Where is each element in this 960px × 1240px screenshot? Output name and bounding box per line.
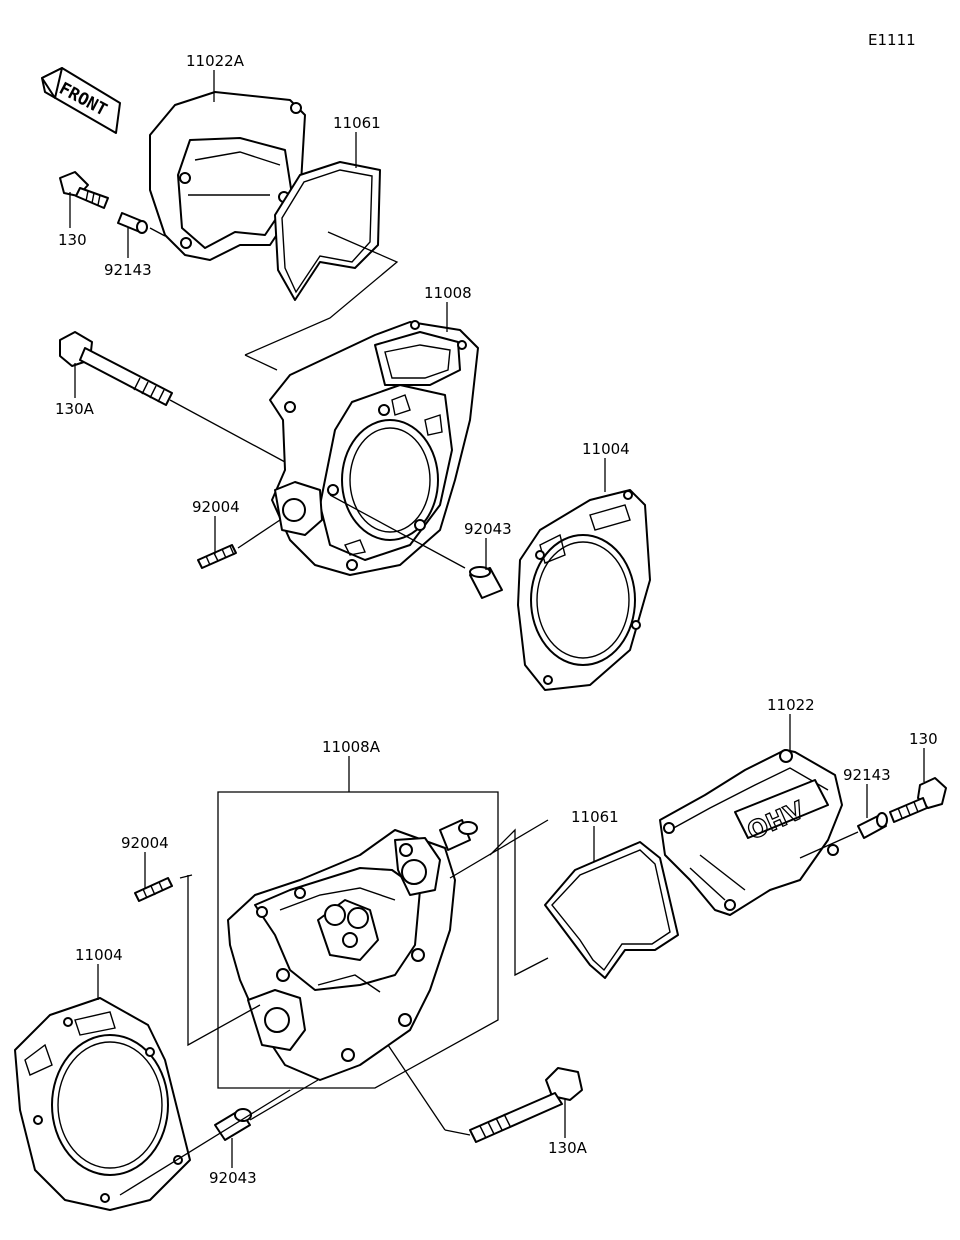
- callout-130-bottom[interactable]: 130: [909, 730, 938, 748]
- callout-130a-top[interactable]: 130A: [55, 400, 95, 418]
- bolt-130a-top[interactable]: [59, 331, 173, 406]
- diagram-code: E1111: [868, 31, 916, 49]
- callout-92043-bottom[interactable]: 92043: [209, 1169, 257, 1187]
- callout-92143-bottom[interactable]: 92143: [843, 766, 891, 784]
- callout-11008a[interactable]: 11008A: [322, 738, 381, 756]
- callout-11004-top[interactable]: 11004: [582, 440, 630, 458]
- cylinder-head-cover-top[interactable]: [149, 91, 306, 261]
- callout-11061-top[interactable]: 11061: [333, 114, 381, 132]
- front-arrow-icon: FRONT: [41, 67, 121, 134]
- cylinder-head-top[interactable]: [269, 320, 479, 576]
- stud-92004-top[interactable]: [197, 544, 237, 569]
- callout-11061-bottom[interactable]: 11061: [571, 808, 619, 826]
- callout-130-top[interactable]: 130: [58, 231, 87, 249]
- callout-11004-bottom[interactable]: 11004: [75, 946, 123, 964]
- callout-92004-bottom[interactable]: 92004: [121, 834, 169, 852]
- bolt-130-top[interactable]: [59, 171, 109, 209]
- callout-labels: 11022A 11061 130 92143 11008 130A 11004 …: [55, 52, 938, 1187]
- reference-lines-top: [149, 227, 466, 569]
- head-cover-gasket-top[interactable]: [274, 161, 381, 301]
- reference-lines-bottom: [119, 791, 859, 1196]
- callout-92004-top[interactable]: 92004: [192, 498, 240, 516]
- head-gasket-top[interactable]: [517, 489, 651, 691]
- bolt-130a-bottom[interactable]: [469, 1067, 583, 1143]
- stud-head-bottom[interactable]: [439, 819, 478, 851]
- collar-92143-bottom[interactable]: [857, 812, 888, 839]
- callout-11008[interactable]: 11008: [424, 284, 472, 302]
- head-cover-gasket-bottom[interactable]: [544, 841, 679, 979]
- bolt-130-bottom[interactable]: [889, 777, 947, 823]
- head-gasket-bottom[interactable]: [14, 997, 191, 1211]
- callout-leaders: [69, 70, 925, 1168]
- callout-11022[interactable]: 11022: [767, 696, 815, 714]
- callout-130a-bottom[interactable]: 130A: [548, 1139, 588, 1157]
- cylinder-head-cover-bottom[interactable]: OHV: [659, 749, 843, 916]
- callout-92143-top[interactable]: 92143: [104, 261, 152, 279]
- callout-11022a[interactable]: 11022A: [186, 52, 245, 70]
- collar-92143-top[interactable]: [117, 212, 148, 234]
- dowel-92043-top[interactable]: [469, 566, 503, 599]
- stud-92004-bottom[interactable]: [134, 877, 173, 902]
- callout-92043-top[interactable]: 92043: [464, 520, 512, 538]
- cylinder-head-bottom[interactable]: [227, 829, 456, 1081]
